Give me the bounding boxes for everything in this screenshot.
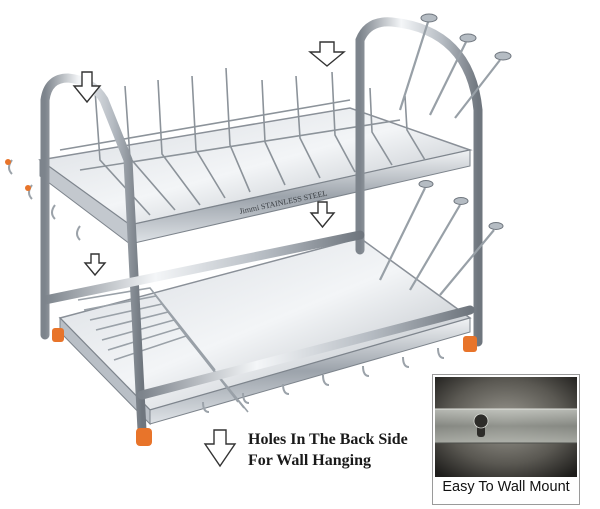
keyhole-icon [473, 413, 489, 437]
wall-mount-inset: Easy To Wall Mount [432, 374, 580, 505]
wall-hanging-caption: Holes In The Back Side For Wall Hanging [248, 429, 448, 471]
wall-mount-label: Easy To Wall Mount [442, 479, 570, 495]
side-hook-tips [5, 159, 31, 191]
caption-line-1: Holes In The Back Side [248, 431, 408, 448]
down-arrow-icon [72, 41, 346, 468]
lower-plate-rack [77, 287, 249, 413]
frame-tubes [40, 17, 483, 435]
lower-tray [58, 237, 472, 426]
utensil-hooks [8, 159, 445, 413]
glass-holder-tips [418, 13, 512, 230]
upper-plate-rack [59, 67, 426, 216]
caption-line-2: For Wall Hanging [248, 452, 371, 469]
rubber-feet [52, 328, 477, 446]
keyhole-closeup-photo [435, 377, 577, 477]
glass-holders [379, 21, 501, 296]
upper-tray [38, 107, 473, 246]
